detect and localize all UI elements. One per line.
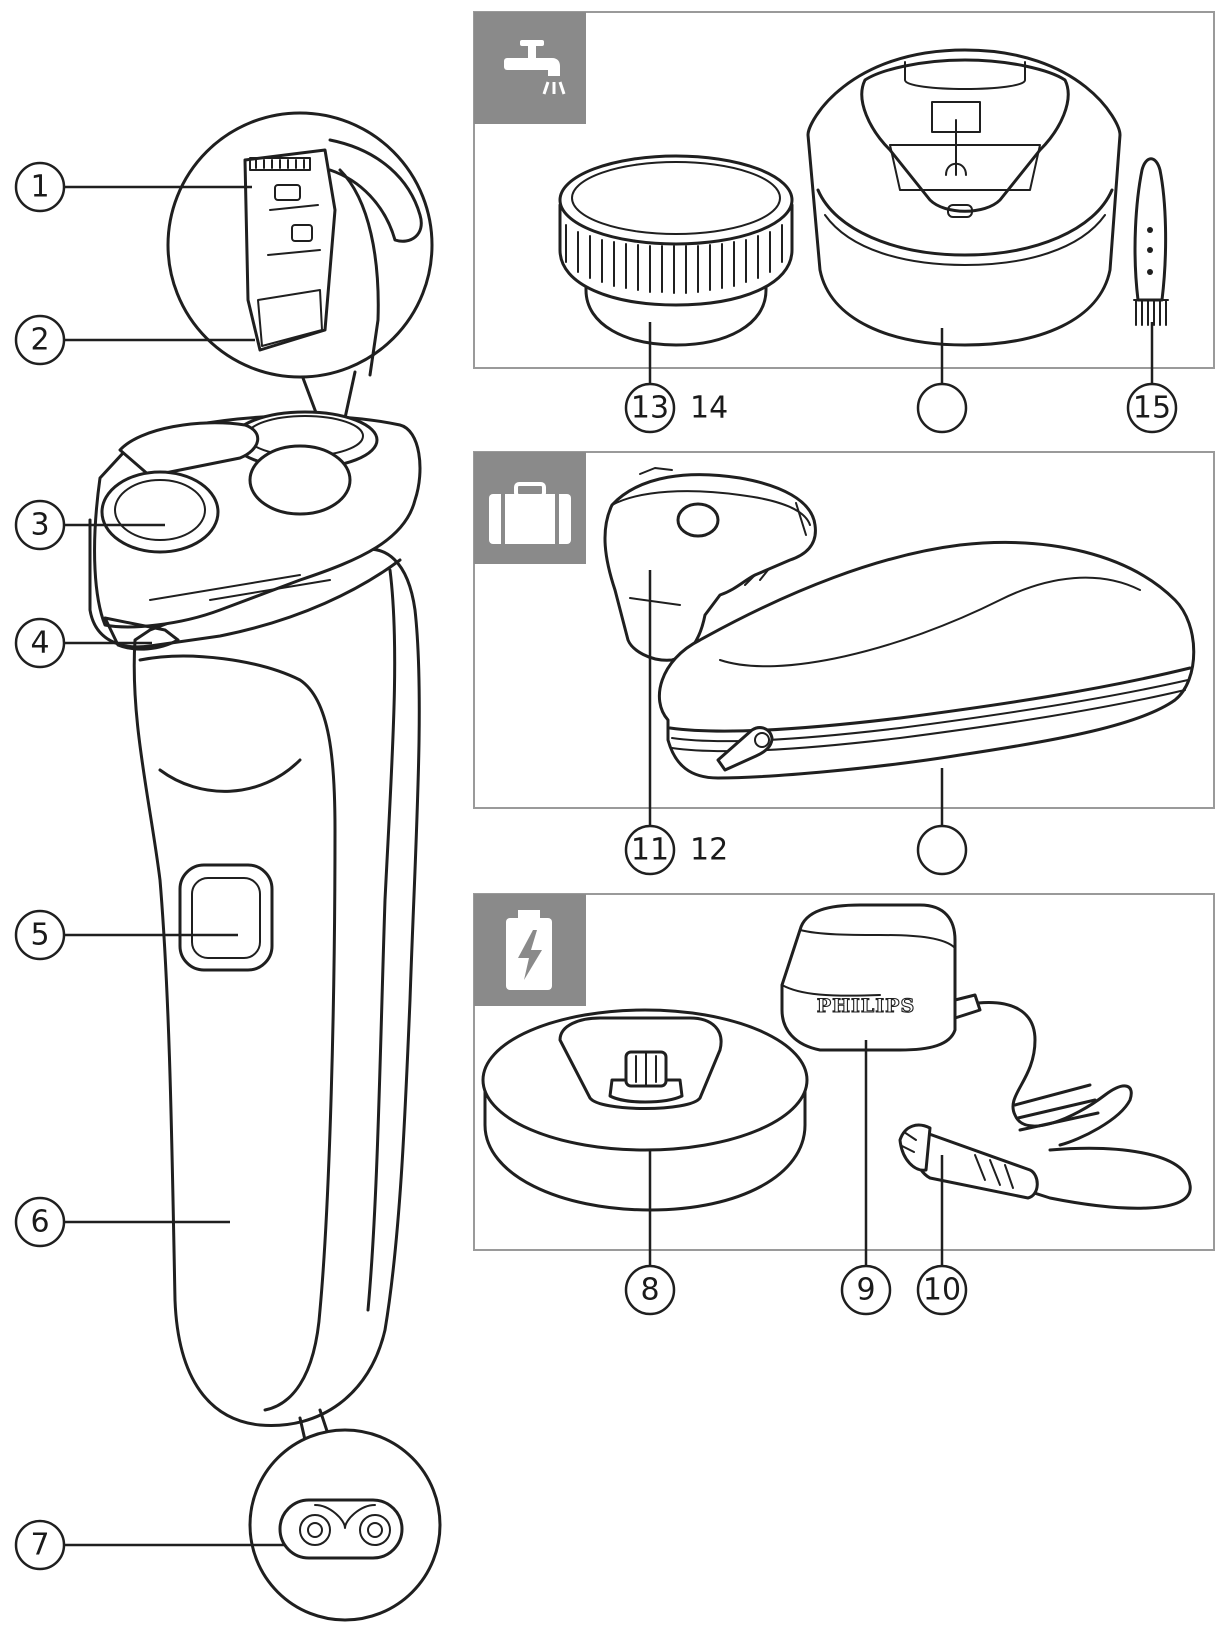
- callout-8: 8: [624, 1264, 676, 1316]
- callout-4: 4: [14, 617, 66, 669]
- svg-text:11: 11: [631, 833, 669, 868]
- callout-6: 6: [14, 1196, 66, 1248]
- svg-text:10: 10: [923, 1273, 961, 1308]
- callout-1: 1: [14, 161, 66, 213]
- protective-cap: [558, 154, 794, 347]
- svg-text:2: 2: [30, 323, 49, 358]
- charging-stand: [481, 1008, 809, 1212]
- cleaning-cartridge: [806, 48, 1122, 347]
- callout-14-label: 14: [690, 391, 728, 426]
- callout-9: 9: [840, 1264, 892, 1316]
- water-tap-icon: [504, 40, 566, 95]
- power-socket: [278, 1498, 404, 1560]
- svg-text:4: 4: [30, 626, 49, 661]
- callout-5: 5: [14, 909, 66, 961]
- svg-text:13: 13: [631, 391, 669, 426]
- trimmer-detail-circle: [166, 111, 434, 379]
- callout-10: 10: [916, 1264, 968, 1316]
- power-cord: [976, 1000, 1192, 1210]
- callout-2: 2: [14, 314, 66, 366]
- svg-text:7: 7: [30, 1528, 49, 1563]
- head-protector: [603, 467, 817, 662]
- power-button: [178, 863, 274, 972]
- cleaning-brush: [1133, 157, 1169, 326]
- callout-case: [916, 824, 968, 876]
- svg-text:1: 1: [30, 170, 49, 205]
- callout-3: 3: [14, 499, 66, 551]
- panel-travel: [473, 451, 1215, 828]
- battery-charging-icon: [506, 910, 552, 990]
- shaver-handle: [132, 547, 421, 1427]
- appliance-plug: [898, 1123, 1039, 1200]
- callout-13: 13: [624, 382, 676, 434]
- svg-text:15: 15: [1133, 391, 1171, 426]
- svg-text:6: 6: [30, 1205, 49, 1240]
- svg-text:5: 5: [30, 918, 49, 953]
- brand-logo: PHILIPS: [817, 995, 915, 1017]
- callout-15: 15: [1126, 382, 1178, 434]
- svg-text:3: 3: [30, 508, 49, 543]
- svg-text:8: 8: [640, 1273, 659, 1308]
- shaving-head: [88, 410, 422, 651]
- shaver-illustration: [64, 111, 442, 1622]
- callout-12-label: 12: [690, 833, 728, 868]
- travel-case: [658, 541, 1196, 780]
- callout-cartridge: [916, 382, 968, 434]
- callout-7: 7: [14, 1519, 66, 1571]
- power-adapter: PHILIPS: [780, 903, 982, 1052]
- panel-charging: PHILIPS: [473, 893, 1215, 1268]
- callout-11: 11: [624, 824, 676, 876]
- travel-case-icon: [489, 482, 571, 544]
- svg-text:9: 9: [856, 1273, 875, 1308]
- panel-cleaning: [473, 11, 1215, 386]
- trimmer-attachment: [243, 138, 423, 377]
